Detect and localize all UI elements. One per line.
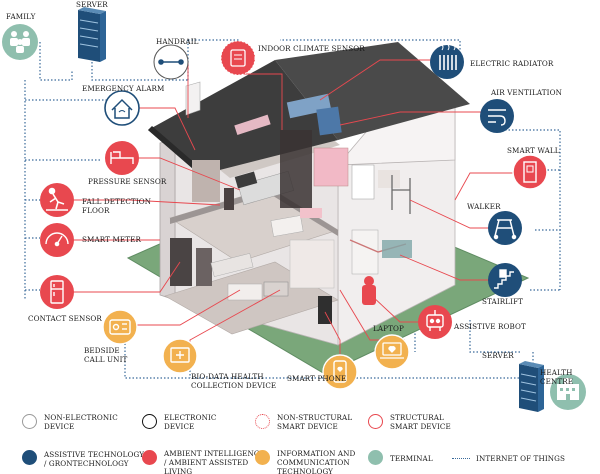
label-handrail: HANDRAIL bbox=[156, 37, 199, 46]
assistive-robot-node bbox=[418, 305, 452, 339]
label-bedside-call-unit: BEDSIDE CALL UNIT bbox=[84, 346, 128, 364]
legend-ict: INFORMATION AND COMMUNICATION TECHNOLOGY bbox=[277, 449, 356, 474]
falling-person-icon bbox=[46, 187, 68, 211]
smartphone-icon bbox=[333, 360, 347, 383]
family-node bbox=[2, 24, 38, 60]
meter-gauge-icon bbox=[45, 232, 69, 247]
label-server-top: SERVER bbox=[76, 0, 108, 9]
contact-sensor-node bbox=[40, 275, 74, 309]
label-pressure-sensor: PRESSURE SENSOR bbox=[88, 177, 167, 186]
legend-structural-icon bbox=[368, 414, 383, 429]
label-bio-data: BIO-DATA HEALTH COLLECTION DEVICE bbox=[191, 372, 277, 390]
handrail-icon bbox=[158, 59, 184, 65]
health-monitor-icon bbox=[170, 347, 190, 363]
laptop-node bbox=[374, 334, 410, 370]
legend-structural: STRUCTURAL SMART DEVICE bbox=[390, 413, 451, 431]
legend-electronic-icon bbox=[142, 414, 157, 429]
label-server-bottom: SERVER bbox=[482, 351, 514, 360]
label-emergency-alarm: EMERGENCY ALARM bbox=[82, 84, 165, 93]
legend-assistive: ASSISTIVE TECHNOLOGY / GRONTECHNOLOGY bbox=[44, 450, 145, 468]
bed-sensor-icon bbox=[110, 151, 134, 164]
smart-wall-node bbox=[512, 154, 548, 190]
legend-electronic: ELECTRONIC DEVICE bbox=[164, 413, 217, 431]
people-group-icon bbox=[10, 31, 30, 53]
ground-floor-rooms bbox=[170, 229, 412, 324]
walker-node bbox=[488, 211, 522, 245]
electric-radiator-node bbox=[430, 44, 464, 79]
ventilation-icon bbox=[488, 109, 506, 126]
emergency-alarm-node bbox=[104, 90, 140, 126]
smart-wall-icon bbox=[523, 161, 537, 183]
climate-sensor-icon bbox=[230, 49, 246, 67]
radiator-icon bbox=[439, 44, 457, 70]
legend-ambient: AMBIENT INTELLIGENCE / AMBIENT ASSISTED … bbox=[164, 449, 265, 474]
handrail-node bbox=[153, 44, 189, 80]
label-smart-wall: SMART WALL bbox=[507, 146, 560, 155]
smart-phone-node bbox=[322, 354, 358, 390]
legend-terminal-icon bbox=[368, 450, 383, 465]
label-air-ventilation: AIR VENTILATION bbox=[491, 88, 562, 97]
legend-ict-icon bbox=[255, 450, 270, 465]
roof-edge bbox=[148, 126, 204, 175]
health-centre-node bbox=[550, 374, 586, 410]
legend-iot: INTERNET OF THINGS bbox=[476, 454, 566, 463]
stairlift-node bbox=[488, 263, 522, 297]
legend-non-electronic-icon bbox=[22, 414, 37, 429]
server-top-node bbox=[78, 7, 106, 62]
label-smart-phone: SMART PHONE bbox=[287, 374, 347, 383]
indoor-climate-sensor-node bbox=[220, 40, 256, 76]
server-bottom-node bbox=[519, 361, 544, 412]
legend-terminal: TERMINAL bbox=[390, 454, 433, 463]
label-contact-sensor: CONTACT SENSOR bbox=[28, 314, 102, 323]
label-smart-meter: SMART METER bbox=[82, 235, 141, 244]
legend-ambient-icon bbox=[142, 450, 157, 465]
call-unit-icon bbox=[109, 319, 131, 335]
robot-icon bbox=[426, 310, 444, 331]
label-family: FAMILY bbox=[6, 12, 36, 21]
pressure-sensor-node bbox=[105, 141, 139, 175]
label-walker: WALKER bbox=[467, 202, 501, 211]
legend-non-structural-icon bbox=[255, 414, 270, 429]
label-laptop: LAPTOP bbox=[373, 324, 404, 333]
air-ventilation-node bbox=[480, 99, 514, 133]
alarm-house-icon bbox=[111, 98, 133, 119]
walker-icon bbox=[493, 219, 517, 240]
legend-assistive-icon bbox=[22, 450, 37, 465]
label-stairlift: STAIRLIFT bbox=[482, 297, 524, 306]
stairlift-icon bbox=[494, 269, 514, 289]
label-assistive-robot: ASSISTIVE ROBOT bbox=[454, 322, 526, 331]
legend-non-electronic: NON-ELECTRONIC DEVICE bbox=[44, 413, 118, 431]
label-fall-detection-floor: FALL DETECTION FLOOR bbox=[82, 197, 152, 215]
label-indoor-climate-sensor: INDOOR CLIMATE SENSOR bbox=[258, 44, 365, 53]
label-electric-radiator: ELECTRIC RADIATOR bbox=[470, 59, 554, 68]
fall-detection-node bbox=[40, 183, 74, 217]
bio-data-node bbox=[162, 338, 198, 374]
upper-floor-rooms bbox=[192, 130, 411, 237]
bedside-call-unit-node bbox=[102, 309, 138, 345]
fridge-contact-icon bbox=[50, 280, 64, 304]
legend-non-structural: NON-STRUCTURAL SMART DEVICE bbox=[277, 413, 353, 431]
hospital-building-icon bbox=[557, 378, 579, 400]
chimney bbox=[185, 81, 201, 116]
legend-iot-line bbox=[452, 458, 470, 459]
smart-meter-node bbox=[40, 223, 74, 257]
laptop-heart-icon bbox=[380, 342, 404, 359]
label-health-centre: HEALTH CENTRE bbox=[540, 368, 574, 386]
